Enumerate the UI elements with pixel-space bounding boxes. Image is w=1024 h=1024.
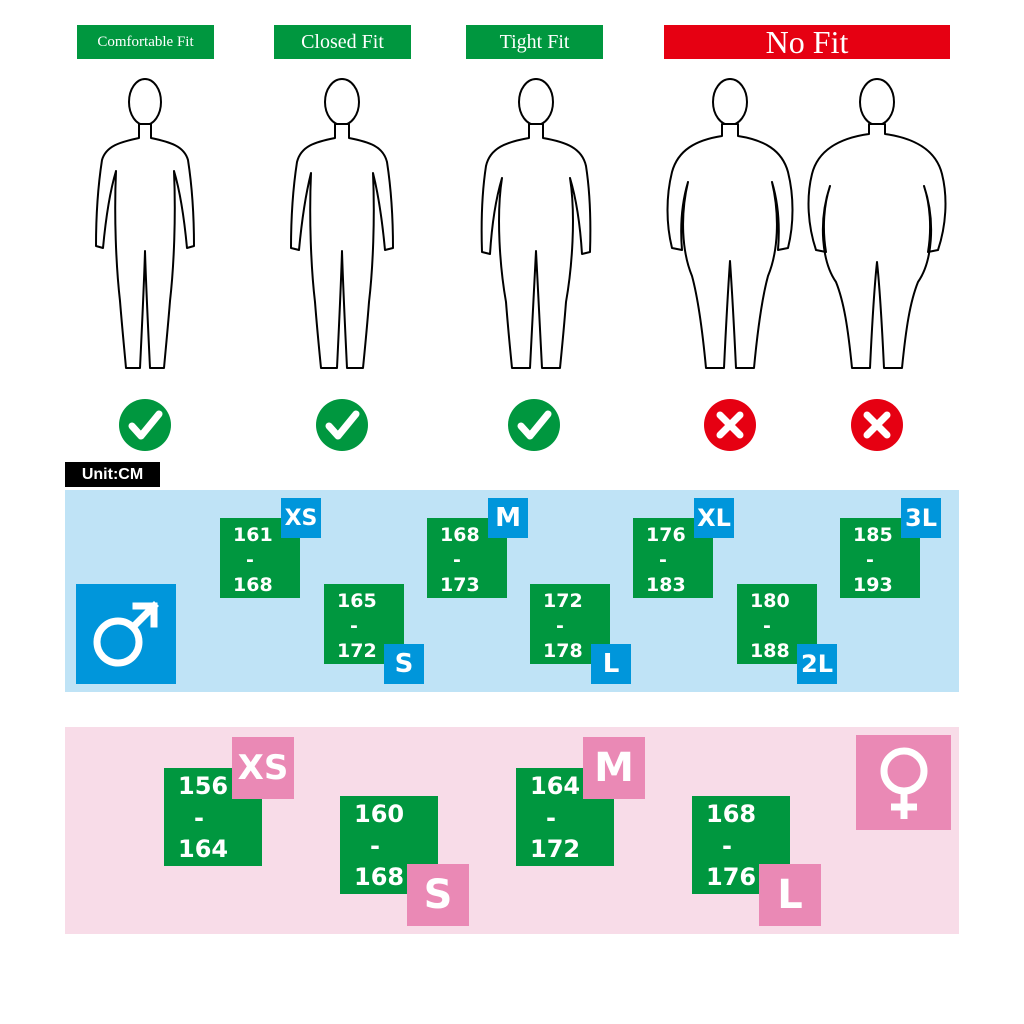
male-symbol-icon [76,584,176,684]
body-figure-overweight [666,78,794,369]
unit-label: Unit:CM [65,462,160,487]
body-figure-regular [290,78,394,369]
fit-label-no-fit: No Fit [664,24,950,60]
female-size-s-tag: S [407,864,469,926]
female-symbol-icon [856,735,951,830]
fit-label-comfortable: Comfortable Fit [77,25,214,59]
male-size-2l-tag: 2L [797,644,837,684]
male-size-s-range: 165 - 172 [324,584,404,664]
cross-icon [851,399,903,451]
cross-icon [704,399,756,451]
male-size-3l-range: 185 - 193 [840,518,920,598]
female-size-l-tag: L [759,864,821,926]
check-icon [316,399,368,451]
male-size-s-tag: S [384,644,424,684]
fit-label-tight: Tight Fit [466,25,603,59]
body-figure-full [480,78,592,369]
body-figure-slim [95,78,195,369]
body-figure-obese [807,78,947,369]
male-size-m-tag: M [488,498,528,538]
male-size-l-tag: L [591,644,631,684]
male-size-xl-tag: XL [694,498,734,538]
female-size-m-tag: M [583,737,645,799]
male-size-3l-tag: 3L [901,498,941,538]
fit-label-closed: Closed Fit [274,25,411,59]
female-size-xs-tag: XS [232,737,294,799]
check-icon [119,399,171,451]
male-size-xs-tag: XS [281,498,321,538]
check-icon [508,399,560,451]
